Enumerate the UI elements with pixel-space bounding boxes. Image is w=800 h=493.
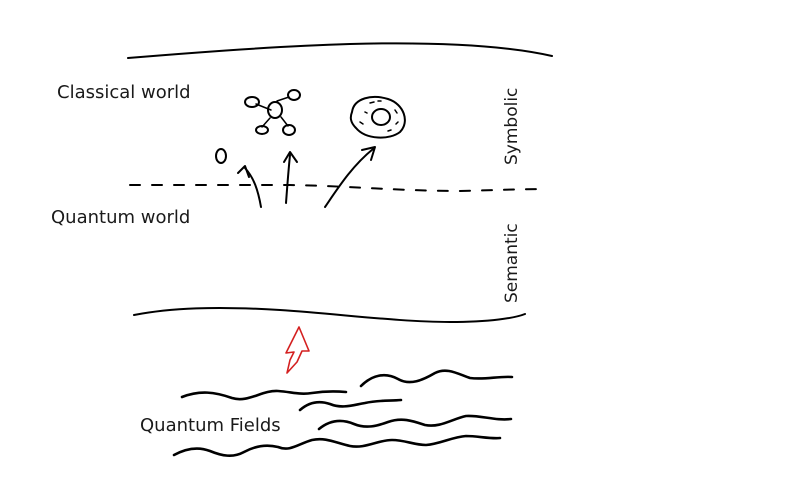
classical-quantum-divider bbox=[129, 184, 547, 193]
particle-icon bbox=[215, 148, 227, 164]
cell-icon bbox=[349, 95, 406, 139]
quantum-field-waves bbox=[172, 369, 514, 457]
molecule-icon bbox=[244, 89, 301, 136]
quantum-world-label: Quantum world bbox=[51, 207, 190, 228]
classical-top-boundary bbox=[127, 42, 553, 59]
quantum-bottom-boundary bbox=[133, 306, 526, 323]
classical-world-label: Classical world bbox=[57, 82, 191, 103]
field-to-world-arrow bbox=[285, 326, 310, 374]
emergence-arrow-middle bbox=[283, 151, 298, 204]
quantum-fields-label: Quantum Fields bbox=[140, 415, 281, 436]
emergence-arrow-left bbox=[237, 165, 262, 208]
semantic-label: Semantic bbox=[502, 223, 522, 303]
symbolic-label: Symbolic bbox=[502, 88, 522, 165]
emergence-arrow-right bbox=[324, 146, 376, 208]
